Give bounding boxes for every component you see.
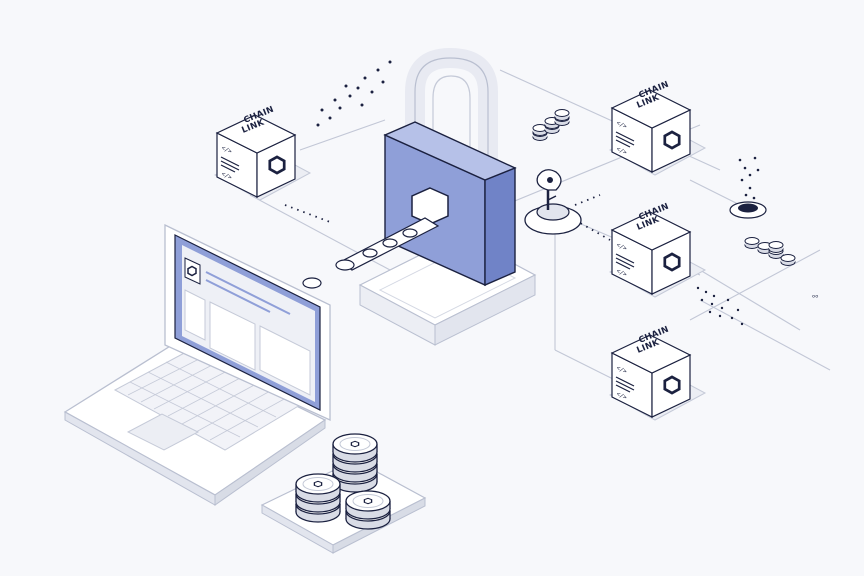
coin-stack-icon: [345, 490, 391, 530]
chainlink-node-cube-2: CHAIN LINK </> </>: [608, 80, 707, 176]
data-dots-right: [738, 156, 760, 200]
svg-text:</>: </>: [615, 242, 628, 253]
svg-text:</>: </>: [615, 365, 628, 376]
padlock-icon: [338, 47, 517, 287]
code-icon: </> </>: [220, 145, 240, 182]
chainlink-node-cube-4: CHAIN LINK </> </>: [608, 325, 707, 421]
small-glyph: ᵒᵒ: [812, 293, 819, 302]
ring-platform: [729, 201, 767, 219]
svg-text:</>: </>: [615, 146, 628, 157]
data-dots-lower-right: [696, 286, 744, 326]
chainlink-node-cube-3: CHAIN LINK </> </>: [608, 202, 707, 298]
svg-text:</>: </>: [615, 268, 628, 279]
code-icon: </> </>: [615, 242, 635, 279]
coin-stack-icon: [295, 473, 341, 523]
laptop-icon: [63, 223, 331, 506]
data-dots-top: [316, 60, 392, 127]
code-icon: </> </>: [615, 365, 635, 402]
chainlink-node-cube-1: CHAIN LINK </> </>: [213, 105, 312, 201]
svg-text:</>: </>: [615, 120, 628, 131]
coin-stack-icon: [532, 109, 570, 141]
svg-text:</>: </>: [220, 171, 233, 182]
key-tokens: [302, 228, 418, 289]
svg-text:</>: </>: [615, 391, 628, 402]
coin-stack-icon: [744, 237, 796, 266]
key-icon: [524, 169, 582, 235]
svg-text:</>: </>: [220, 145, 233, 156]
code-icon: </> </>: [615, 120, 635, 157]
